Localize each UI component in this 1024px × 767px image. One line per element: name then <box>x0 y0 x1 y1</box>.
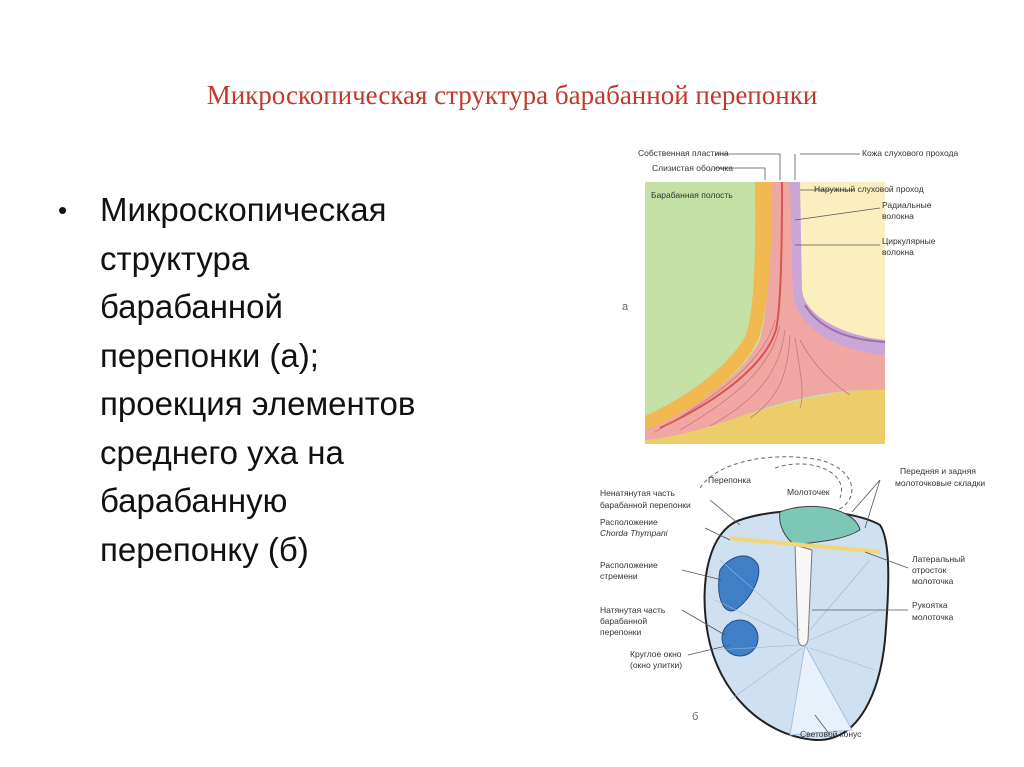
label-folds-1: Передняя и задняя <box>900 466 976 476</box>
ear-canal-region <box>800 182 885 340</box>
figure-a-letter: а <box>622 301 629 313</box>
label-mucosa: Слизистая оболочка <box>652 163 733 173</box>
vessel-line <box>659 181 783 429</box>
label-flaccid-2: барабанной перепонки <box>600 500 691 510</box>
label-chorda-2: Chorda Thympani <box>600 528 669 538</box>
malleus-outline <box>774 463 843 499</box>
label-tympanic-cavity: Барабанная полость <box>651 190 733 200</box>
bullet-list: • Микроскопическая структура барабанной … <box>58 186 508 574</box>
malleus-handle <box>794 544 813 647</box>
label-handle-1: Рукоятка <box>912 600 948 610</box>
label-lateral-2: отросток <box>912 565 947 575</box>
label-flaccid-1: Ненатянутая часть <box>600 488 675 498</box>
bullet-line: барабанную <box>100 482 288 519</box>
bullet-line: барабанной <box>100 288 283 325</box>
bullet-marker: • <box>58 195 68 225</box>
bullet-line: Микроскопическая <box>100 191 387 228</box>
label-light-cone: Световой конус <box>800 729 862 739</box>
light-cone <box>789 643 853 736</box>
label-membrane: Перепонка <box>708 475 751 485</box>
bullet-text: Микроскопическая структура барабанной пе… <box>100 186 508 574</box>
mucosa-layer <box>645 182 772 430</box>
bullet-line: перепонку (б) <box>100 530 309 568</box>
malleus-head <box>779 506 861 546</box>
round-window <box>721 619 759 657</box>
label-ear-canal-skin: Кожа слухового прохода <box>862 148 958 158</box>
label-tense-3: перепонки <box>600 627 642 637</box>
label-stapes-1: Расположение <box>600 560 658 570</box>
label-circular-1: Циркулярные <box>882 236 936 246</box>
bullet-line: структура <box>100 239 250 277</box>
label-stapes-2: стремени <box>600 571 638 581</box>
label-folds-2: молоточковые складки <box>895 478 985 488</box>
label-chorda-1: Расположение <box>600 517 658 527</box>
label-external-canal: Наружный слуховой проход <box>814 184 924 194</box>
label-tense-1: Натянутая часть <box>600 605 666 615</box>
label-malleus: Молоточек <box>787 487 830 497</box>
slide-title: Микроскопическая структура барабанной пе… <box>206 80 818 110</box>
leader-lines-b <box>681 479 909 736</box>
label-lateral-1: Латеральный <box>912 554 965 564</box>
label-handle-2: молоточка <box>912 612 954 622</box>
fiber-lines <box>654 319 851 433</box>
label-circular-2: волокна <box>882 247 914 257</box>
label-radial-2: волокна <box>882 211 914 221</box>
ossicle-outline <box>699 456 853 521</box>
malleal-folds <box>729 536 881 554</box>
bone-region <box>645 388 885 444</box>
label-radial-1: Радиальные <box>882 200 932 210</box>
bullet-line: проекция элементов <box>100 385 416 422</box>
label-window-2: (окно улитки) <box>630 660 682 670</box>
canal-skin-layer <box>790 182 885 355</box>
skin-edge <box>804 304 886 343</box>
membrane-hatching <box>714 559 881 701</box>
radial-fibers <box>645 182 885 440</box>
figure-a-membrane-section: Собственная пластина Слизистая оболочка … <box>622 148 958 444</box>
label-lateral-3: молоточка <box>912 576 954 586</box>
label-tense-2: барабанной <box>600 616 647 626</box>
label-own-plate: Собственная пластина <box>638 148 729 158</box>
leader-lines-a <box>715 153 881 246</box>
label-window-1: Круглое окно <box>630 649 682 659</box>
bullet-line: среднего уха на <box>100 433 344 471</box>
bullet-line: перепонки (а); <box>100 336 319 374</box>
figure-b-projection: Перепонка Молоточек Передняя и задняя мо… <box>600 456 985 742</box>
figure-b-letter: б <box>692 711 698 723</box>
